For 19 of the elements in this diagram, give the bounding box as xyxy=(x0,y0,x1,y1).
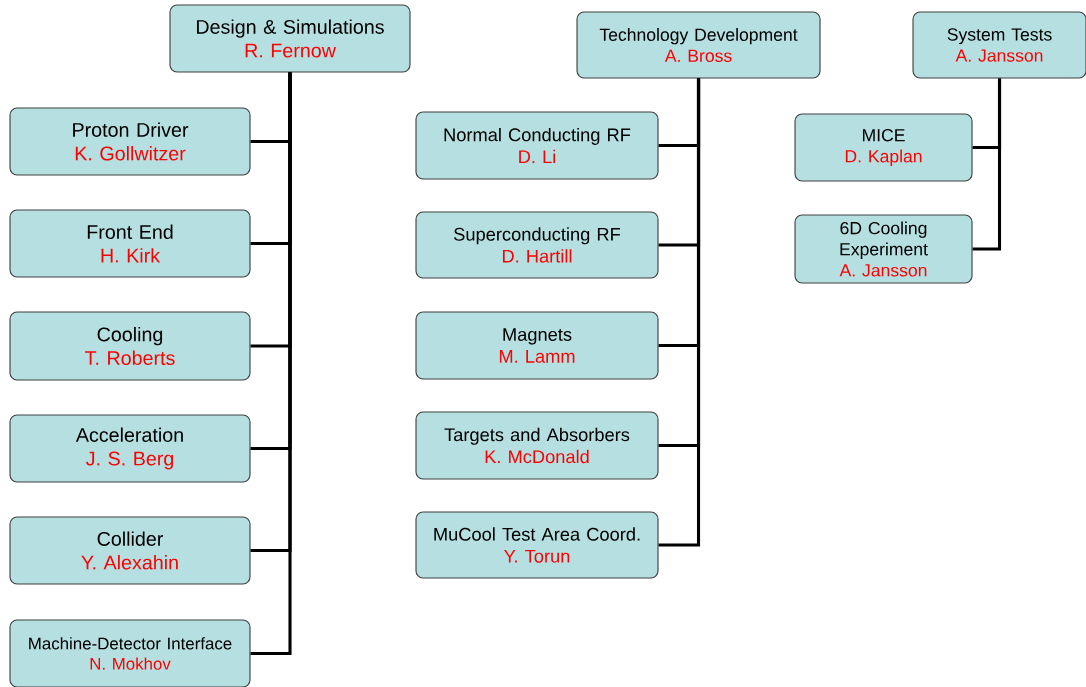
org-box: Proton Driver K. Gollwitzer xyxy=(9,107,251,176)
org-box: MICE D. Kaplan xyxy=(794,113,973,182)
connector-line xyxy=(972,78,1002,251)
org-box: 6D Cooling Experiment A. Jansson xyxy=(794,214,973,284)
org-box: Acceleration J. S. Berg xyxy=(9,414,251,483)
org-box: Machine-Detector Interface N. Mokhov xyxy=(9,619,251,687)
org-box: Cooling T. Roberts xyxy=(9,311,251,381)
org-box: Superconducting RF D. Hartill xyxy=(415,211,659,279)
org-box: MuCool Test Area Coord. Y. Torun xyxy=(415,511,659,579)
org-box: Front End H. Kirk xyxy=(9,209,251,278)
org-box: Collider Y. Alexahin xyxy=(9,516,251,585)
org-box: Magnets M. Lamm xyxy=(415,311,659,380)
org-box: Technology Development A. Bross xyxy=(576,11,821,79)
connector-line xyxy=(250,72,292,655)
org-box: Targets and Absorbers K. McDonald xyxy=(415,411,659,480)
org-box: Normal Conducting RF D. Li xyxy=(415,111,659,180)
org-box: System Tests A. Jansson xyxy=(912,11,1086,79)
connector-line xyxy=(658,78,701,547)
org-box: Design & Simulations R. Fernow xyxy=(169,4,411,73)
